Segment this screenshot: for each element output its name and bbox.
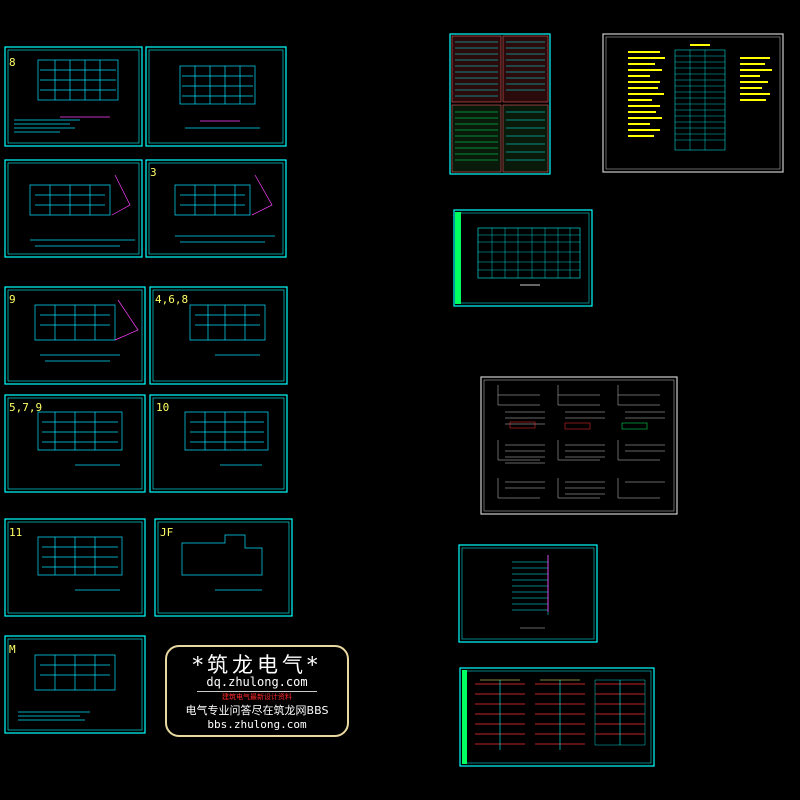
sheet-s8[interactable]: 10 [149,394,288,493]
floor-plan-drawing [34,299,139,362]
floor-plan-drawing [179,65,260,129]
zhulong-watermark-stamp: *筑龙电气* dq.zhulong.com 建筑电气最新设计资料 电气专业问答尽… [165,645,349,737]
distribution-diagrams-drawing [497,385,665,499]
plan-notes [14,116,110,133]
system-diagram-drawing [462,670,646,764]
sheet-s6[interactable]: 4,6,8 [149,286,288,385]
sheet-s10[interactable]: JF [154,518,293,617]
sheet-label: 9 [9,293,16,306]
floor-plan-drawing [37,536,123,591]
sheet-s11[interactable]: M [4,635,146,734]
floor-plan-drawing [174,174,275,243]
sheet-label: 3 [150,166,157,179]
sheet-label: M [9,643,16,656]
sheet-s15[interactable] [480,376,678,515]
floor-plan-drawing [29,174,135,247]
sheet-s13[interactable] [602,33,784,173]
sheet-s12[interactable] [449,33,551,175]
stamp-tagline: 建筑电气最新设计资料 [222,693,292,701]
floor-plan-drawing [18,654,116,721]
material-table-drawing [451,35,549,173]
sheet-s5[interactable]: 9 [4,286,146,385]
sheet-label: 5,7,9 [9,401,42,414]
sheet-s14[interactable] [453,209,593,307]
sheet-label: JF [160,526,173,539]
sheet-label: 4,6,8 [155,293,188,306]
stamp-divider [197,691,317,692]
sheet-s7[interactable]: 5,7,9 [4,394,146,493]
stamp-slogan: 电气专业问答尽在筑龙网BBS [185,704,329,717]
floor-plan-drawing [37,411,123,466]
sheet-label: 10 [156,401,169,414]
sheet-s1[interactable]: 8 [4,46,143,147]
sheet-s2[interactable] [145,46,287,147]
sheet-label: 8 [9,56,16,69]
floor-plan-drawing [184,411,269,466]
panel-schedule-drawing [455,212,581,304]
floor-plan-drawing [189,304,266,356]
sheet-s17[interactable] [459,667,655,767]
legend-drawing [628,44,772,151]
sheet-s3[interactable] [4,159,143,258]
sheet-s16[interactable] [458,544,598,643]
sheet-label: 11 [9,526,22,539]
riser-diagram-drawing [512,555,549,629]
stamp-site: dq.zhulong.com [206,675,308,689]
sheet-s9[interactable]: 11 [4,518,146,617]
stamp-title: *筑龙电气* [192,653,322,677]
stamp-bbs: bbs.zhulong.com [207,718,307,731]
floor-plan-drawing [37,59,119,101]
sheet-s4[interactable]: 3 [145,159,287,258]
roof-plan-drawing [181,534,263,591]
